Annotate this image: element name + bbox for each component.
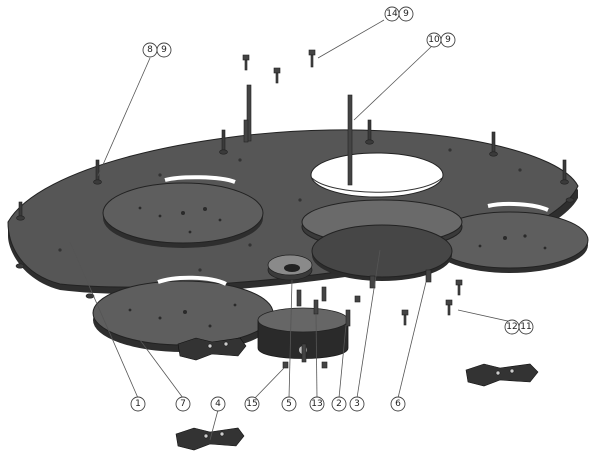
balloon-6: 6 xyxy=(390,396,406,412)
balloon-10-9: 10 9 xyxy=(426,32,456,48)
bottom-left-disk xyxy=(92,275,274,352)
svg-text:13: 13 xyxy=(311,399,322,409)
balloon-8-9: 8 9 xyxy=(142,42,172,58)
clamp-knobs xyxy=(175,337,539,451)
top-left-disk xyxy=(102,175,264,248)
svg-text:8: 8 xyxy=(147,45,153,55)
svg-text:11: 11 xyxy=(520,322,531,332)
svg-text:5: 5 xyxy=(286,399,292,409)
hub-cylinder xyxy=(257,307,349,359)
right-disk xyxy=(431,201,589,273)
svg-text:14: 14 xyxy=(386,9,398,19)
svg-text:1: 1 xyxy=(135,399,141,409)
svg-text:10: 10 xyxy=(428,35,440,45)
svg-text:15: 15 xyxy=(246,399,257,409)
balloon-7: 7 xyxy=(175,396,191,412)
rim-standoffs xyxy=(15,119,575,299)
balloon-2: 2 xyxy=(331,396,347,412)
svg-text:9: 9 xyxy=(445,35,451,45)
flange-bearing xyxy=(267,254,313,281)
balloon-12-11: 12 11 xyxy=(504,319,534,335)
balloon-13: 13 xyxy=(309,396,325,412)
balloon-14-9: 14 9 xyxy=(384,6,414,22)
leader-lines xyxy=(69,19,513,441)
screws xyxy=(242,49,463,369)
svg-text:9: 9 xyxy=(403,9,409,19)
svg-text:3: 3 xyxy=(354,399,360,409)
svg-text:9: 9 xyxy=(161,45,167,55)
svg-text:2: 2 xyxy=(336,399,342,409)
center-plate-assembly xyxy=(301,199,463,281)
balloon-5: 5 xyxy=(281,396,297,412)
balloon-3: 3 xyxy=(349,396,365,412)
svg-text:12: 12 xyxy=(506,322,517,332)
balloon-1: 1 xyxy=(130,396,146,412)
svg-text:7: 7 xyxy=(180,399,186,409)
svg-text:4: 4 xyxy=(215,399,221,409)
svg-text:6: 6 xyxy=(395,399,401,409)
balloon-15: 15 xyxy=(244,396,260,412)
balloon-4: 4 xyxy=(210,396,226,412)
